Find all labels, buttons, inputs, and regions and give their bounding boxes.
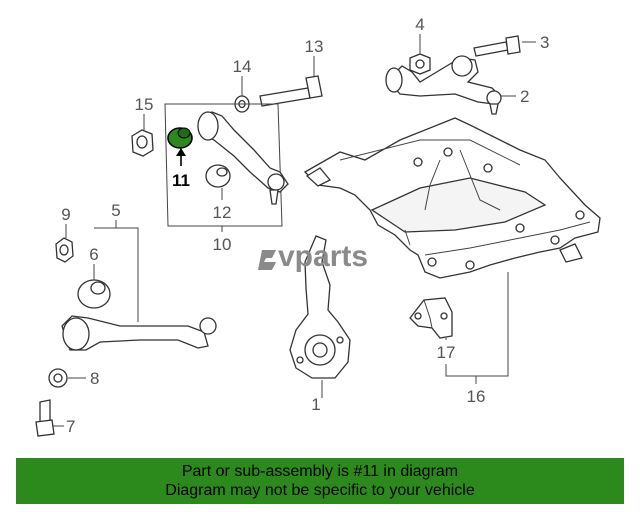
callout-14[interactable]: 14 (233, 57, 252, 76)
callout-10[interactable]: 10 (213, 235, 232, 254)
nut-9[interactable] (55, 237, 74, 263)
callout-15[interactable]: 15 (135, 95, 154, 114)
info-banner: Part or sub-assembly is #11 in diagram D… (16, 458, 624, 504)
callout-1[interactable]: 1 (311, 395, 320, 414)
ev-logo-icon (258, 250, 276, 270)
banner-line-1: Part or sub-assembly is #11 in diagram (181, 463, 459, 480)
mount-bracket[interactable] (409, 297, 453, 339)
callout-labels: 1 2 3 4 5 6 7 8 9 10 11 12 13 14 15 16 1… (61, 15, 549, 436)
callout-9[interactable]: 9 (61, 205, 70, 224)
steering-knuckle[interactable] (289, 235, 351, 379)
callout-17[interactable]: 17 (437, 343, 456, 362)
leader-lines (52, 34, 536, 427)
callout-3[interactable]: 3 (540, 33, 549, 52)
callout-7[interactable]: 7 (66, 417, 75, 436)
bushing-6[interactable] (77, 279, 111, 309)
lower-control-arm-5[interactable] (61, 315, 217, 351)
parts-diagram: vparts 1 2 3 4 5 6 7 8 9 10 11 12 13 14 … (35, 15, 601, 437)
upper-control-arm[interactable] (385, 55, 502, 115)
callout-8[interactable]: 8 (90, 369, 99, 388)
vparts-logo: vparts (258, 240, 368, 273)
bolt-3[interactable] (473, 35, 521, 57)
callout-2[interactable]: 2 (520, 87, 529, 106)
callout-16[interactable]: 16 (467, 387, 486, 406)
callout-12[interactable]: 12 (213, 203, 232, 222)
bushing-12[interactable] (205, 164, 231, 188)
lower-arm-10[interactable] (197, 111, 289, 205)
banner-line-2: Diagram may not be specific to your vehi… (165, 482, 475, 499)
logo-text: vparts (278, 240, 368, 273)
nut-15[interactable] (131, 129, 154, 157)
nut-4[interactable] (409, 53, 431, 75)
bolt-7[interactable] (35, 399, 55, 437)
assembly-box-10 (164, 103, 283, 227)
subframe-crossmember[interactable] (303, 117, 601, 279)
callout-13[interactable]: 13 (305, 37, 324, 56)
washer-8[interactable] (48, 368, 68, 388)
callout-11-highlighted[interactable]: 11 (172, 171, 190, 190)
callout-5[interactable]: 5 (111, 201, 120, 220)
callout-6[interactable]: 6 (89, 245, 98, 264)
bolt-13[interactable] (259, 75, 323, 107)
callout-4[interactable]: 4 (415, 15, 424, 34)
bushing-11-highlighted[interactable] (167, 127, 193, 149)
